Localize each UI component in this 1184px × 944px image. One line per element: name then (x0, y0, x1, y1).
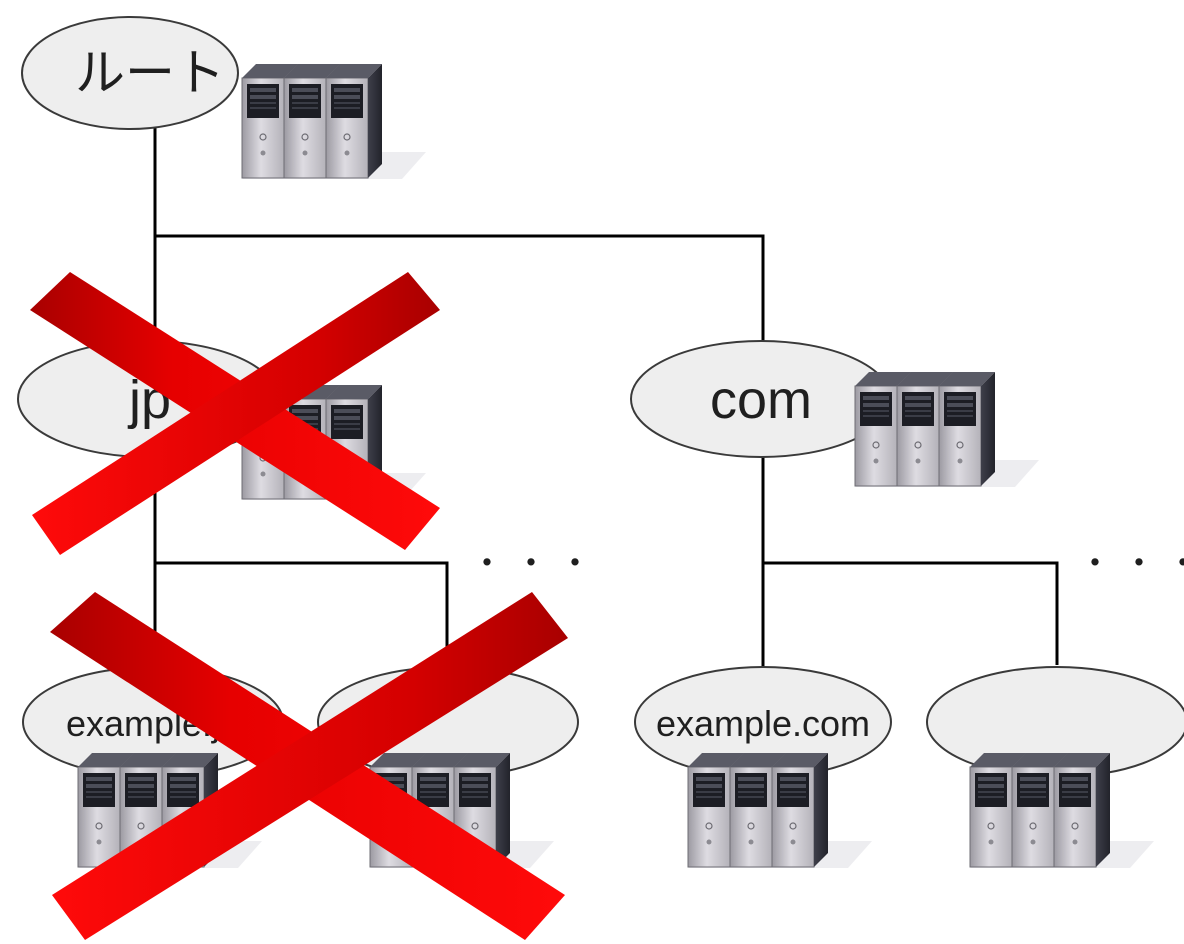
node-com-other (926, 666, 1184, 868)
server-icon (688, 753, 872, 868)
failure-cross-jp (30, 272, 440, 555)
tld-node-com: com (630, 340, 1039, 487)
tld-label-com: com (710, 370, 812, 430)
link-jp-bus (155, 561, 449, 668)
more-indicator-com: ・・・ (1078, 545, 1184, 583)
link-com-bus (763, 561, 1059, 665)
more-indicator-jp: ・・・ (470, 545, 602, 583)
label-example-com: example.com (656, 703, 870, 744)
node-example-com: example.com (634, 666, 892, 868)
node-ellipse (21, 16, 239, 130)
cross-stroke (32, 272, 440, 555)
root-label: ルート (75, 45, 225, 101)
server-icon (855, 372, 1039, 487)
tree-links (153, 127, 1059, 668)
root-node: ルート (21, 16, 426, 179)
server-icon (242, 64, 426, 179)
server-icon (970, 753, 1154, 868)
cross-stroke (52, 592, 568, 940)
link-tld-bus (155, 234, 765, 342)
failure-cross-example-jp (50, 592, 568, 940)
